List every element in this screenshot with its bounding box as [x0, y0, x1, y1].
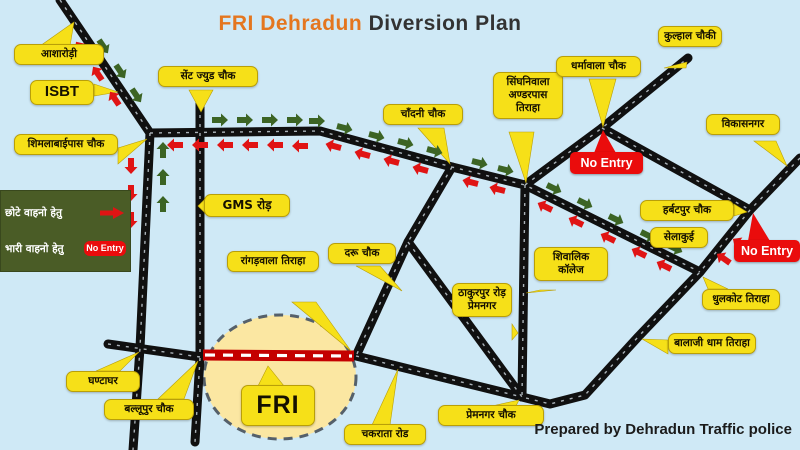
label-isbt: ISBT [30, 80, 94, 105]
label-asharodi: आशारोड़ी [14, 44, 104, 66]
label-daru-chowk: दरू चौक [328, 243, 396, 265]
legend: छोटे वाहनो हेतु भारी वाहनो हेतु No Entry [0, 190, 131, 272]
label-pointers [39, 21, 788, 426]
label-gms-road: GMS रोड़ [204, 194, 290, 217]
label-balaji-dham: बालाजी धाम तिराहा [668, 333, 756, 355]
label-dharmawala: धर्मावाला चौक [556, 56, 641, 78]
closed-road [202, 349, 355, 362]
no-entry-sign-herbertpur: No Entry [734, 240, 800, 262]
legend-row-heavy-vehicles: भारी वाहनो हेतु No Entry [5, 241, 126, 257]
label-dhulkot-tiraha: धुलकोट तिराहा [702, 289, 780, 311]
no-entry-icon: No Entry [84, 241, 126, 257]
no-entry-sign-dharmawala: No Entry [570, 152, 643, 174]
label-st-jude-chowk: सेंट ज्युड चौक [158, 66, 258, 88]
credit-text: Prepared by Dehradun Traffic police [534, 421, 792, 438]
title-rest: Diversion Plan [368, 12, 522, 35]
label-ballupur-chowk: बल्लूपुर चौक [104, 399, 194, 421]
legend-heavy-vehicles-label: भारी वाहनो हेतु [5, 242, 64, 255]
label-premnagar-chowk: प्रेमनगर चौक [438, 405, 544, 427]
label-singhniwala: सिंघनिवाला अण्डरपास तिराहा [493, 72, 563, 120]
label-shivalik-college: शिवालिक कॉलेज [534, 247, 608, 282]
label-vikasnagar: विकासनगर [706, 114, 780, 136]
page-title: FRI Dehradun Diversion Plan [0, 12, 740, 36]
label-ghantaghar: घण्टाघर [66, 371, 140, 393]
legend-small-vehicles-label: छोटे वाहनो हेतु [5, 206, 62, 219]
title-brand: FRI Dehradun [218, 12, 363, 35]
label-chandni-chowk: चाँदनी चौक [383, 104, 463, 126]
label-shimla-bypass: शिमलाबाईपास चौक [14, 134, 118, 156]
legend-row-small-vehicles: छोटे वाहनो हेतु [5, 206, 126, 220]
label-rangadwala: रांगड़वाला तिराहा [227, 251, 319, 273]
label-selakui: सेलाकुई [650, 227, 708, 249]
label-fri-zone: FRI [241, 385, 315, 427]
label-herbertpur: हर्बटपुर चौक [640, 200, 734, 222]
red-arrow-icon [100, 206, 124, 219]
label-thakurpur-road: ठाकुरपुर रोड़ प्रेमनगर [452, 283, 512, 318]
label-kulhal-chowki: कुल्हाल चौकी [658, 26, 722, 48]
label-chakrata-road: चकराता रोड [344, 424, 426, 446]
roads-layer [59, 0, 800, 450]
